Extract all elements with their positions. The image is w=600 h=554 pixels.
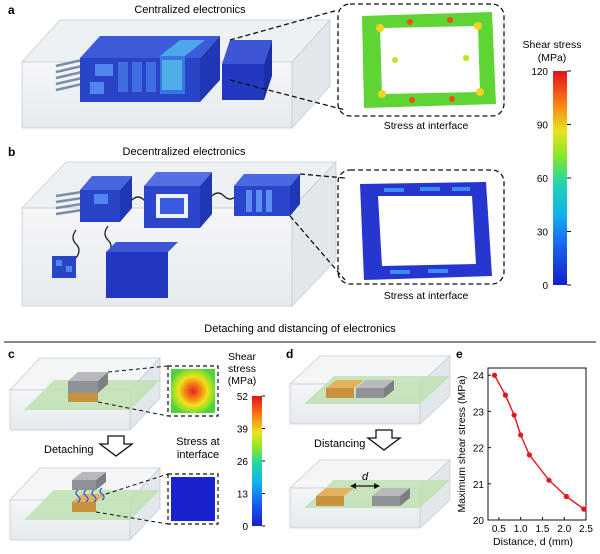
x-tick-label: 1.5 [535,524,549,535]
panel-a-stress-map [362,12,496,108]
panel-c-stress-label-1: Stress at [176,436,219,448]
main-colorbar-tick-label: 60 [537,174,549,185]
data-point [502,392,509,398]
panel-b-inset-frame [337,169,505,285]
panel-b-connector-pins [55,190,83,216]
panel-c-bottom-inset-frame [167,473,219,525]
panel-c-colorbar-tick-label: 52 [237,392,249,403]
panel-c-top-stack [68,372,108,402]
main-colorbar-title-2: (MPa) [538,52,567,64]
panel-c-colorbar-title-3: (MPa) [228,375,257,387]
panel-d: d Distancing [286,347,452,529]
panel-b-large-chip [106,242,178,298]
panel-b-title: Decentralized electronics [123,146,246,158]
panel-e-letter: e [456,347,463,361]
panel-c-stress-label-2: interface [177,449,219,461]
panel-b-wire-2 [211,192,237,200]
x-axis-label: Distance, d (mm) [493,536,573,548]
y-tick-label: 20 [473,516,485,527]
panel-a-inset-frame [337,3,505,117]
panel-d-action-label: Distancing [314,438,365,450]
x-tick-label: 1.0 [514,524,528,535]
panel-b-letter: b [8,145,15,159]
panel-c-colorbar-title-1: Shear [228,351,257,363]
panel-a-chip [222,40,272,100]
panel-c-top-inset-frame [167,365,219,417]
panel-c-colorbar-tick-label: 39 [237,425,249,436]
panel-a-inset-caption: Stress at interface [384,120,469,132]
panel-c-colorbar-tick-label: 13 [237,490,249,501]
panel-b-module-left [80,176,132,222]
y-tick-label: 24 [473,371,485,382]
panel-d-gap-arrowhead-left [350,483,356,489]
panel-b-inset-caption: Stress at interface [384,290,469,302]
x-tick-label: 2.0 [557,524,571,535]
main-colorbar-title-1: Shear stress [523,39,582,51]
panel-c-top-zoom-line-2 [97,401,169,417]
panel-b-module-center [144,172,212,228]
main-colorbar-ticks: 120 90 60 30 0 [531,67,571,292]
panel-d-bottom-substrate [288,459,452,529]
panel-b-stress-map [360,182,492,280]
data-point [526,452,532,458]
data-point [563,493,570,500]
y-tick-label: 22 [473,444,485,455]
panel-c-bottom-stack [72,472,106,512]
panel-c-colorbar-tick-label: 26 [237,457,249,468]
y-tick-label: 21 [473,480,485,491]
panel-b-wire-3 [72,229,80,259]
panel-c-colorbar-gradient [252,396,262,526]
panel-a-connector-pins [55,58,83,92]
panel-a-letter: a [8,3,15,17]
panel-c-bottom-zoom-line-1 [105,473,169,495]
panel-c-letter: c [8,347,15,361]
panel-d-gap-arrowhead-right [374,483,380,489]
panel-d-bottom-blocks [316,488,410,506]
panel-b-module-right [234,174,300,216]
y-axis-label: Maximum shear stress (MPa) [456,375,468,512]
chart-frame [487,367,587,521]
panel-a: a Centralized electronics [8,3,505,132]
panel-a-zoom-line-top [229,9,339,41]
main-colorbar: Shear stress (MPa) 120 90 60 30 0 [523,39,582,292]
x-tick-label: 2.5 [579,524,593,535]
main-colorbar-tick-label: 0 [542,281,548,292]
panel-c-down-arrow [98,435,134,457]
panel-d-letter: d [286,347,293,361]
panel-c-bottom-stress-map [171,477,215,521]
y-tick-label: 23 [473,407,485,418]
panel-c-colorbar-title-2: stress [228,363,256,375]
panel-a-circuit-board [80,36,220,102]
panel-b: b Decentralized electronics [8,145,505,307]
panel-c: c Detaching [8,347,265,542]
data-point [546,477,552,483]
panel-c-action-label: Detaching [44,444,94,456]
panel-c-top-stress-map [171,369,215,413]
main-colorbar-tick-label: 30 [537,228,549,239]
section-title: Detaching and distancing of electronics [204,323,396,335]
data-line [493,374,585,510]
panel-a-title: Centralized electronics [134,4,246,16]
main-colorbar-tick-label: 120 [531,67,548,78]
x-tick-label: 0.5 [492,524,506,535]
panel-a-zoom-line-bottom [229,79,346,111]
panel-d-down-arrow [366,429,402,451]
panel-c-colorbar-ticks: 52 39 26 13 0 [237,392,265,533]
data-point [518,432,524,438]
data-point [581,506,587,512]
data-point [511,412,517,418]
data-point [491,372,498,378]
panel-c-bottom-zoom-line-2 [95,511,169,525]
panel-d-gap-label: d [362,471,369,483]
panel-d-top-blocks [326,380,394,398]
main-colorbar-tick-label: 90 [537,121,549,132]
main-colorbar-gradient [553,71,567,285]
panel-b-small-chip [52,256,76,278]
panel-b-zoom-line-bottom [289,215,346,281]
panel-c-colorbar-tick-label: 0 [242,522,248,533]
panel-c-top-zoom-line-1 [107,365,169,373]
